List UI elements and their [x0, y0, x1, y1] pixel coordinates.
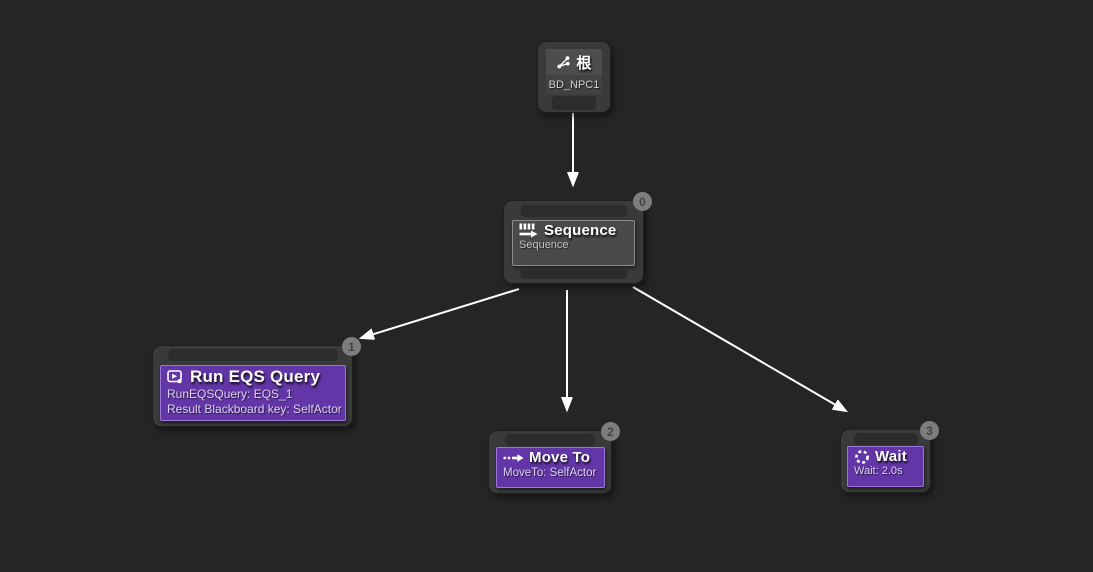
run-eqs-detail-query: RunEQSQuery: EQS_1 — [167, 387, 293, 401]
sequence-order-badge: 0 — [633, 192, 652, 211]
root-header: 根 — [546, 49, 602, 75]
root-title: 根 — [576, 54, 592, 72]
move-to-input-pin[interactable] — [505, 434, 595, 446]
sequence-subtitle: Sequence — [519, 239, 569, 251]
node-root[interactable]: 根 BD_NPC1 — [537, 41, 611, 113]
wait-subtitle: Wait: 2.0s — [854, 465, 903, 477]
run-eqs-input-pin[interactable] — [167, 349, 338, 361]
wait-title: Wait — [875, 448, 907, 465]
move-to-order-badge: 2 — [601, 422, 620, 441]
sequence-input-pin[interactable] — [520, 205, 627, 217]
wait-timer-icon — [854, 449, 870, 465]
move-to-subtitle: MoveTo: SelfActor — [503, 467, 597, 479]
edge-sequence-wait — [632, 286, 846, 411]
run-eqs-detail-blackboard: Result Blackboard key: SelfActor — [167, 402, 342, 416]
node-run-eqs-query[interactable]: Run EQS Query RunEQSQuery: EQS_1 Result … — [152, 337, 361, 427]
edge-sequence-runeqs — [361, 288, 520, 338]
graph-icon — [556, 55, 571, 70]
node-sequence[interactable]: Sequence Sequence 0 — [503, 192, 652, 284]
run-eqs-order-badge: 1 — [342, 337, 361, 356]
sequence-title: Sequence — [544, 222, 617, 239]
node-wait[interactable]: Wait Wait: 2.0s 3 — [840, 421, 939, 493]
sequence-icon — [519, 223, 538, 238]
move-to-title: Move To — [529, 449, 591, 466]
node-move-to[interactable]: Move To MoveTo: SelfActor 2 — [488, 422, 620, 494]
wait-order-badge: 3 — [920, 421, 939, 440]
run-eqs-title: Run EQS Query — [190, 367, 321, 386]
root-asset-name: BD_NPC1 — [546, 75, 602, 94]
move-to-icon — [503, 453, 524, 463]
eqs-query-icon — [167, 370, 184, 384]
sequence-output-pin[interactable] — [520, 267, 627, 279]
wait-input-pin[interactable] — [853, 433, 918, 445]
root-output-pin[interactable] — [552, 96, 596, 110]
